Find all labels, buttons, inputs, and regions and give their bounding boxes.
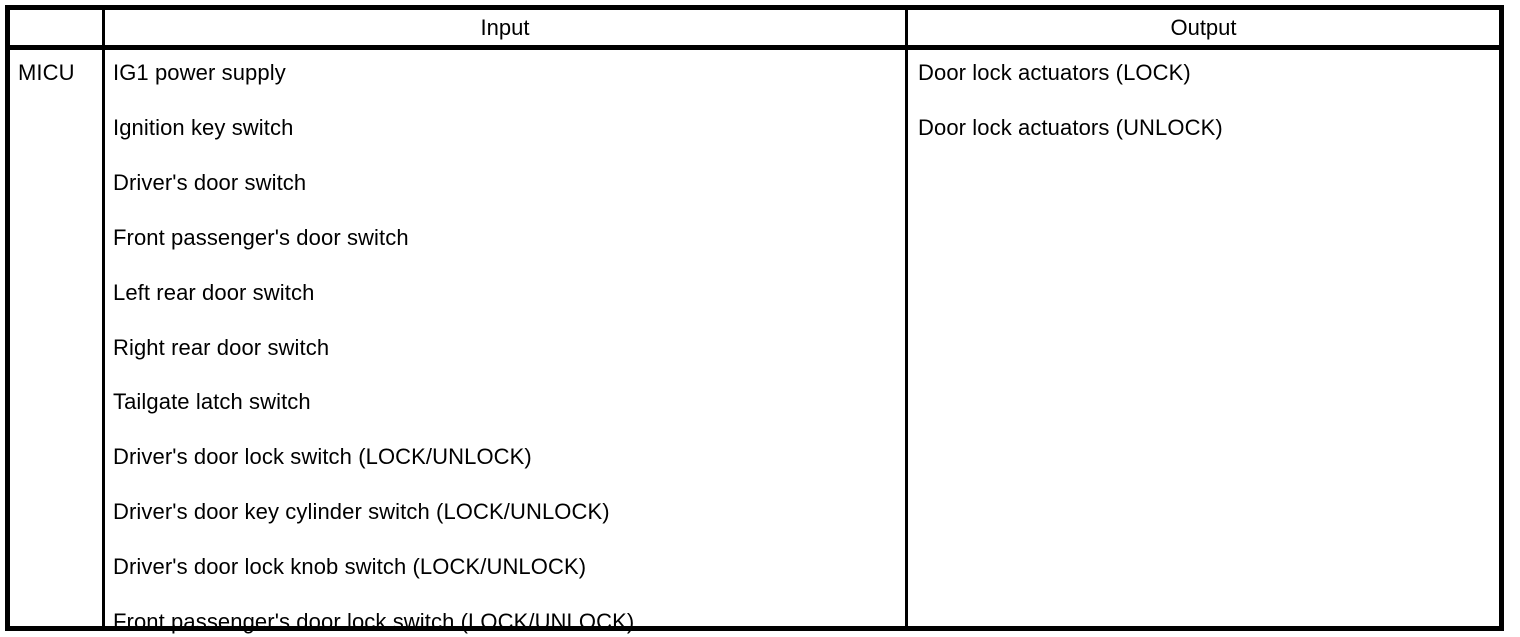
output-row-list: Door lock actuators (LOCK) Door lock act… [908,50,1499,626]
list-item: Driver's door lock switch (LOCK/UNLOCK) [113,444,532,470]
list-item: Ignition key switch [113,114,294,140]
module-label: MICU [18,60,75,85]
table-header-row: Input Output [10,10,1499,50]
input-row-list: IG1 power supply Ignition key switch Dri… [105,50,905,634]
list-item: Front passenger's door lock switch (LOCK… [113,609,635,634]
header-cell-output: Output [905,10,1499,45]
list-item: Driver's door switch [113,169,307,195]
column-divider-input-output [905,50,908,626]
list-item: Door lock actuators (LOCK) [918,60,1191,85]
header-cell-module [10,10,102,45]
list-item: Driver's door key cylinder switch (LOCK/… [113,499,610,525]
table-body: MICU IG1 power supply Ignition key switc… [10,50,1499,634]
input-output-table: Input Output MICU IG1 power supply Ignit… [5,5,1504,634]
list-item: Left rear door switch [113,279,315,305]
list-item: Tailgate latch switch [113,389,311,415]
list-item: Right rear door switch [113,334,330,360]
cell-output: Door lock actuators (LOCK) Door lock act… [908,50,1499,626]
column-divider-module-input [102,50,105,626]
cell-module: MICU [10,50,102,626]
list-item: IG1 power supply [113,60,286,85]
header-cell-input: Input [102,10,905,45]
cell-input: IG1 power supply Ignition key switch Dri… [105,50,905,634]
list-item: Door lock actuators (UNLOCK) [918,114,1223,140]
module-row-list: MICU [10,50,102,626]
list-item: Front passenger's door switch [113,224,409,250]
list-item: Driver's door lock knob switch (LOCK/UNL… [113,554,587,580]
